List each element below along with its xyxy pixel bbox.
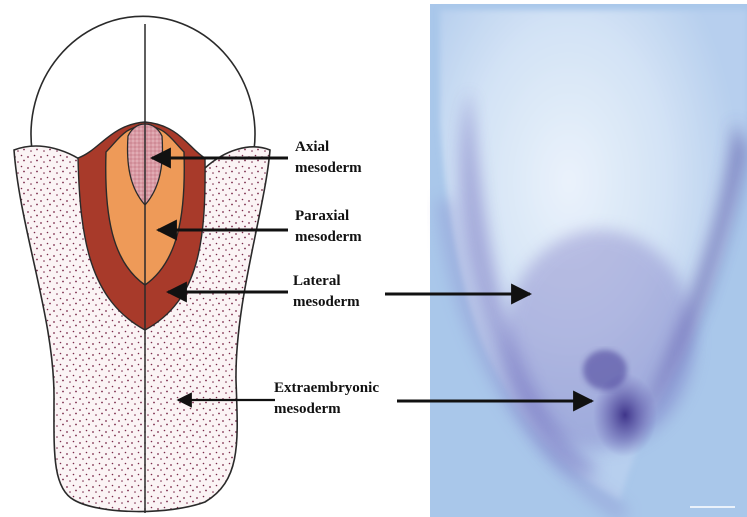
paraxial-label-line1: Paraxial — [295, 206, 362, 227]
stained-embryo-photo — [385, 4, 747, 517]
axial-label-line2: mesoderm — [295, 158, 362, 179]
axial-label-line1: Axial — [295, 137, 362, 158]
extraembryonic-label-line1: Extraembryonic — [274, 378, 379, 399]
extraembryonic-label: Extraembryonic mesoderm — [274, 378, 379, 420]
lateral-label: Lateral mesoderm — [293, 271, 360, 313]
extraembryonic-label-line2: mesoderm — [274, 399, 379, 420]
axial-label: Axial mesoderm — [295, 137, 362, 179]
lateral-label-line1: Lateral — [293, 271, 360, 292]
schematic-diagram — [14, 16, 288, 513]
lateral-label-line2: mesoderm — [293, 292, 360, 313]
paraxial-label: Paraxial mesoderm — [295, 206, 362, 248]
paraxial-label-line2: mesoderm — [295, 227, 362, 248]
